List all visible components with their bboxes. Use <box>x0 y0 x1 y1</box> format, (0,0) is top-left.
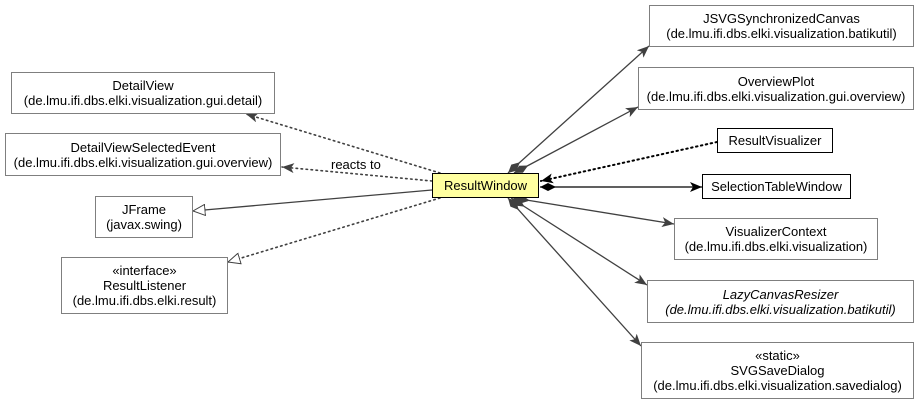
edge-resultwindow-resultlistener <box>228 197 441 262</box>
class-name: JSVGSynchronizedCanvas <box>703 11 860 26</box>
edge-resultwindow-detailview <box>245 112 441 174</box>
class-package: (javax.swing) <box>106 217 182 232</box>
edge-resultwindow-lazycanvasresizer <box>510 197 648 286</box>
class-box-selectiontablewindow[interactable]: SelectionTableWindow <box>702 174 851 199</box>
class-name: ResultWindow <box>443 178 528 193</box>
class-name: ResultVisualizer <box>728 133 822 148</box>
class-stereotype: «interface» <box>112 263 177 278</box>
class-name: VisualizerContext <box>725 224 827 239</box>
class-name: DetailView <box>112 78 174 93</box>
class-stereotype: «static» <box>755 348 800 363</box>
edge-resultwindow-overviewplot <box>513 106 639 174</box>
class-box-lazycanvasresizer[interactable]: LazyCanvasResizer (de.lmu.ifi.dbs.elki.v… <box>647 280 914 323</box>
class-box-overviewplot[interactable]: OverviewPlot (de.lmu.ifi.dbs.elki.visual… <box>638 67 914 110</box>
edge-resultwindow-jsvgsynchronizedcanvas <box>507 45 650 174</box>
class-package: (de.lmu.ifi.dbs.elki.visualization.batik… <box>665 301 896 317</box>
edge-resultwindow-detailviewselectedevent <box>281 163 433 182</box>
edge-label-reacts-to: reacts to <box>331 157 381 172</box>
class-box-resultlistener[interactable]: «interface» ResultListener (de.lmu.ifi.d… <box>61 257 228 314</box>
class-box-jframe[interactable]: JFrame (javax.swing) <box>95 196 193 238</box>
class-box-svgsavedialog[interactable]: «static» SVGSaveDialog (de.lmu.ifi.dbs.e… <box>641 342 914 399</box>
class-package: (de.lmu.ifi.dbs.elki.visualization.gui.d… <box>23 93 263 108</box>
class-package: (de.lmu.ifi.dbs.elki.visualization.gui.o… <box>13 154 273 170</box>
class-box-resultvisualizer[interactable]: ResultVisualizer <box>717 128 833 153</box>
edge-resultwindow-svgsavedialog <box>507 197 642 347</box>
class-name: SelectionTableWindow <box>711 179 842 194</box>
class-box-detailviewselectedevent[interactable]: DetailViewSelectedEvent (de.lmu.ifi.dbs.… <box>5 133 281 176</box>
edge-resultwindow-visualizercontext <box>513 195 675 228</box>
class-package: (de.lmu.ifi.dbs.elki.visualization.gui.o… <box>646 88 906 104</box>
class-box-jsvgsynchronizedcanvas[interactable]: JSVGSynchronizedCanvas (de.lmu.ifi.dbs.e… <box>649 5 914 47</box>
class-package: (de.lmu.ifi.dbs.elki.visualization.saved… <box>653 378 902 393</box>
class-name: DetailViewSelectedEvent <box>70 139 216 155</box>
class-name: OverviewPlot <box>737 73 815 89</box>
class-package: (de.lmu.ifi.dbs.elki.result) <box>72 293 217 308</box>
class-name: JFrame <box>121 202 167 217</box>
class-name: LazyCanvasResizer <box>722 286 839 302</box>
class-box-resultwindow: ResultWindow <box>432 173 539 198</box>
class-name: SVGSaveDialog <box>730 363 825 378</box>
class-package: (de.lmu.ifi.dbs.elki.visualization.batik… <box>666 26 897 41</box>
class-name: ResultListener <box>102 278 187 293</box>
class-box-detailview[interactable]: DetailView (de.lmu.ifi.dbs.elki.visualiz… <box>11 72 275 114</box>
edge-resultvisualizer-resultwindow <box>540 141 718 184</box>
class-box-visualizercontext[interactable]: VisualizerContext (de.lmu.ifi.dbs.elki.v… <box>674 218 878 260</box>
edge-resultwindow-jframe <box>193 189 433 211</box>
class-package: (de.lmu.ifi.dbs.elki.visualization) <box>684 239 868 254</box>
